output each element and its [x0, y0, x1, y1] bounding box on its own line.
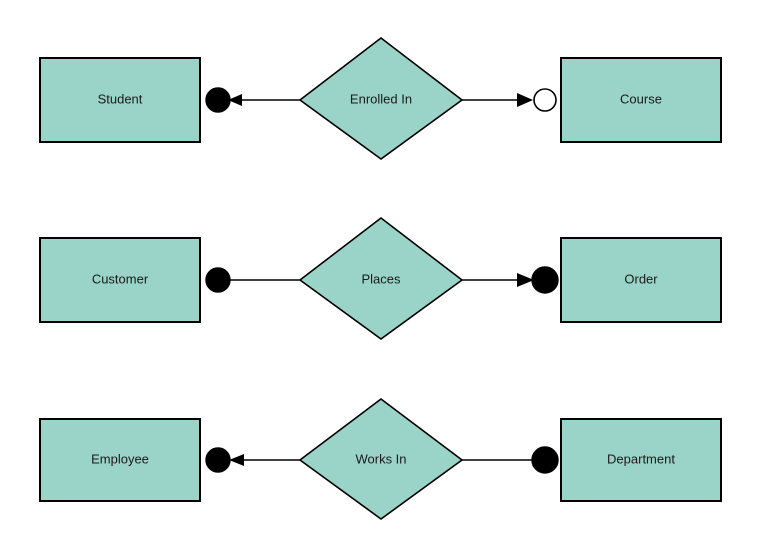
relationship-label: Enrolled In	[350, 91, 412, 106]
entity-student[interactable]: Student	[39, 57, 201, 143]
relationship-label: Places	[361, 271, 401, 286]
arrow-to-left-entity-icon	[229, 454, 244, 466]
entity-employee[interactable]: Employee	[39, 418, 201, 502]
entity-label: Student	[98, 91, 143, 106]
entity-label: Employee	[91, 451, 149, 466]
entity-order[interactable]: Order	[560, 237, 722, 323]
cardinality-hollow-circle-right	[533, 88, 557, 112]
cardinality-filled-circle-left	[205, 87, 231, 113]
er-row-2: Customer Places Order	[39, 216, 722, 340]
entity-box[interactable]	[560, 57, 722, 143]
entity-customer[interactable]: Customer	[39, 237, 201, 323]
relationship-places[interactable]: Places	[298, 216, 464, 340]
cardinality-filled-circle-right	[531, 266, 559, 294]
relationship-diamond[interactable]	[298, 397, 464, 520]
entity-label: Order	[624, 271, 658, 286]
entity-box[interactable]	[560, 237, 722, 323]
cardinality-filled-circle-right	[531, 446, 559, 474]
er-row-3: Employee Works In Department	[39, 397, 722, 520]
relationship-label: Works In	[355, 451, 406, 466]
arrow-to-right-entity-icon	[517, 273, 534, 287]
entity-label: Course	[620, 91, 662, 106]
er-row-1: Student Enrolled In Course	[39, 36, 722, 160]
entity-label: Department	[607, 451, 675, 466]
entity-box[interactable]	[39, 237, 201, 323]
entity-course[interactable]: Course	[560, 57, 722, 143]
relationship-enrolled-in[interactable]: Enrolled In	[298, 36, 464, 160]
relationship-works-in[interactable]: Works In	[298, 397, 464, 520]
entity-box[interactable]	[39, 418, 201, 502]
cardinality-filled-circle-left	[205, 447, 231, 473]
arrow-to-right-entity-icon	[517, 93, 533, 107]
arrow-to-left-entity-icon	[228, 94, 242, 106]
relationship-diamond[interactable]	[298, 216, 464, 340]
relationship-diamond[interactable]	[298, 36, 464, 160]
entity-box[interactable]	[560, 418, 722, 502]
entity-department[interactable]: Department	[560, 418, 722, 502]
entity-box[interactable]	[39, 57, 201, 143]
cardinality-filled-circle-left	[205, 267, 231, 293]
entity-label: Customer	[92, 271, 149, 286]
